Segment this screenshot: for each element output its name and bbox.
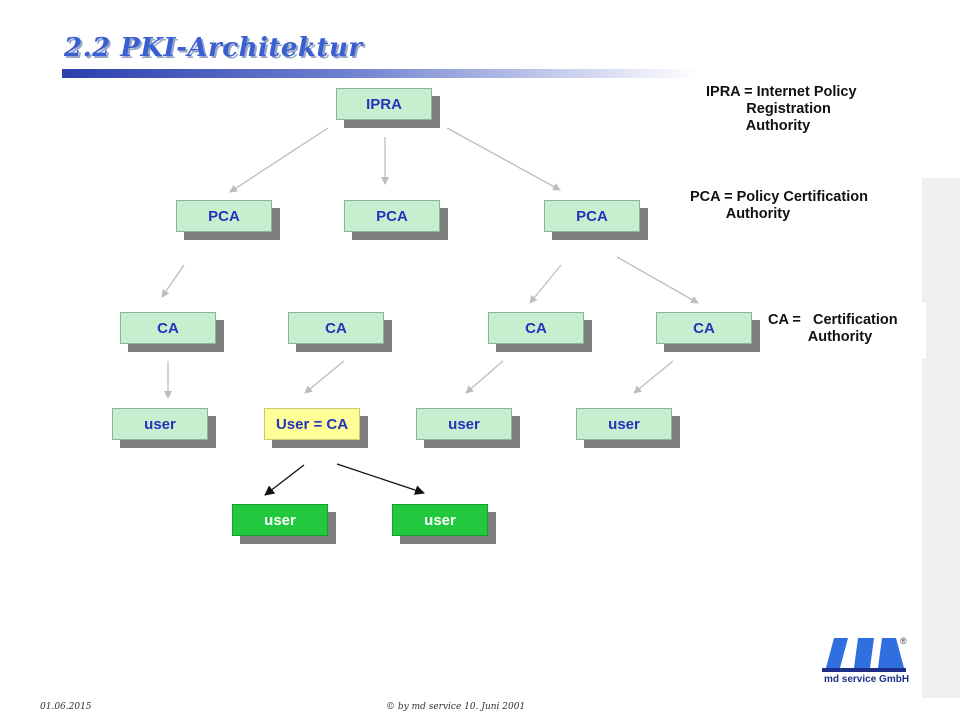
legend-ca: CA = Certification Authority: [768, 312, 898, 345]
side-panel: [922, 178, 960, 698]
md-service-logo: ®: [822, 636, 907, 672]
arrow-ipra-to-pca-1: [229, 127, 329, 193]
logo-text: md service GmbH: [824, 674, 910, 685]
node-user-1-label: user: [112, 408, 208, 440]
node-ca-2-label: CA: [288, 312, 384, 344]
node-user-6: user: [392, 504, 496, 544]
node-pca-3: PCA: [544, 200, 648, 240]
footer-copyright: © by md service 10. Juni 2001: [386, 702, 526, 712]
title-underline-bar: [62, 69, 698, 78]
node-ca-2: CA: [288, 312, 392, 352]
node-pca-2: PCA: [344, 200, 448, 240]
node-user-ca: User = CA: [264, 408, 368, 448]
node-ca-1-label: CA: [120, 312, 216, 344]
node-user-1: user: [112, 408, 216, 448]
node-ipra: IPRA: [336, 88, 440, 128]
node-pca-3-label: PCA: [544, 200, 640, 232]
node-ca-4: CA: [656, 312, 760, 352]
node-user-ca-label: User = CA: [264, 408, 360, 440]
node-user-3: user: [416, 408, 520, 448]
node-user-6-label: user: [392, 504, 488, 536]
node-user-3-label: user: [416, 408, 512, 440]
arrow-user-ca-to-user-6: [336, 463, 425, 495]
logo-registered-mark: ®: [900, 636, 907, 646]
node-user-4-label: user: [576, 408, 672, 440]
node-ca-3: CA: [488, 312, 592, 352]
node-user-5-label: user: [232, 504, 328, 536]
node-ca-4-label: CA: [656, 312, 752, 344]
node-ipra-label: IPRA: [336, 88, 432, 120]
arrow-pca-1-to-ca-1: [161, 264, 185, 298]
footer-date: 01.06.2015: [40, 702, 92, 712]
arrow-user-ca-to-user-5: [264, 464, 305, 496]
slide-title: 2.2 PKI-Architektur: [64, 33, 363, 63]
node-pca-2-label: PCA: [344, 200, 440, 232]
legend-pca-box: [682, 178, 922, 230]
legend-ipra: IPRA = Internet Policy Registration Auth…: [706, 84, 857, 134]
arrow-ca-4-to-user-4: [633, 360, 674, 394]
legend-ipra-box: [690, 72, 890, 142]
legend-ca-box: [762, 303, 926, 359]
arrow-ca-3-to-user-3: [465, 360, 504, 394]
arrow-pca-3-to-ca-4: [616, 256, 699, 304]
arrow-ca-2-to-user-ca: [304, 360, 345, 394]
node-ca-3-label: CA: [488, 312, 584, 344]
legend-pca: PCA = Policy Certification Authority: [690, 189, 868, 222]
arrow-ipra-to-pca-3: [446, 127, 561, 191]
node-pca-1-label: PCA: [176, 200, 272, 232]
node-ca-1: CA: [120, 312, 224, 352]
node-user-5: user: [232, 504, 336, 544]
node-user-4: user: [576, 408, 680, 448]
node-pca-1: PCA: [176, 200, 280, 240]
arrow-pca-3-to-ca-3: [529, 264, 562, 304]
